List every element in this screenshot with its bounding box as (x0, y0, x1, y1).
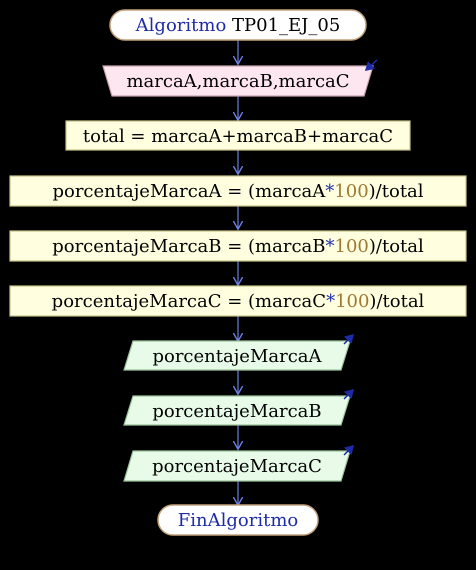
percent-b-num: 100 (335, 236, 369, 257)
input-arrow-icon (364, 59, 378, 72)
process-percent-a-label: porcentajeMarcaA = (marcaA*100)/total (52, 181, 423, 202)
output-b-arrow-icon (343, 388, 355, 400)
start-label: Algoritmo TP01_EJ_05 (135, 15, 341, 36)
output-c-label: porcentajeMarcaC (152, 456, 322, 477)
end-node: FinAlgoritmo (157, 504, 319, 536)
process-percent-b-label: porcentajeMarcaB = (marcaB*100)/total (52, 236, 424, 257)
input-node: marcaA,marcaB,marcaC (102, 59, 378, 97)
output-node-a: porcentajeMarcaA (123, 333, 355, 371)
output-node-b: porcentajeMarcaB (123, 388, 355, 426)
process-total: total = marcaA+marcaB+marcaC (65, 120, 411, 151)
percent-b-pre: porcentajeMarcaB = (marcaB (52, 236, 325, 257)
percent-a-num: 100 (334, 181, 368, 202)
start-node: Algoritmo TP01_EJ_05 (109, 9, 367, 41)
input-label: marcaA,marcaB,marcaC (126, 71, 349, 92)
process-percent-c-label: porcentajeMarcaC = (marcaC*100)/total (52, 291, 425, 312)
percent-c-post: )/total (369, 291, 424, 312)
percent-b-post: )/total (369, 236, 424, 257)
percent-a-post: )/total (369, 181, 424, 202)
process-percent-c: porcentajeMarcaC = (marcaC*100)/total (9, 285, 467, 317)
end-label: FinAlgoritmo (178, 510, 298, 531)
percent-a-op: * (325, 181, 334, 202)
percent-c-pre: porcentajeMarcaC = (marcaC (52, 291, 326, 312)
percent-c-op: * (326, 291, 335, 312)
output-c-arrow-icon (343, 444, 355, 456)
output-a-label: porcentajeMarcaA (152, 346, 322, 367)
process-total-label: total = marcaA+marcaB+marcaC (83, 126, 393, 147)
percent-c-num: 100 (335, 291, 369, 312)
percent-a-pre: porcentajeMarcaA = (marcaA (52, 181, 326, 202)
output-b-label: porcentajeMarcaB (152, 401, 321, 422)
process-percent-b: porcentajeMarcaB = (marcaB*100)/total (9, 230, 467, 262)
output-a-arrow-icon (343, 333, 355, 345)
output-node-c: porcentajeMarcaC (123, 444, 355, 482)
algorithm-name: TP01_EJ_05 (226, 15, 340, 36)
process-percent-a: porcentajeMarcaA = (marcaA*100)/total (9, 175, 467, 207)
start-keyword: Algoritmo (135, 15, 227, 36)
percent-b-op: * (326, 236, 335, 257)
